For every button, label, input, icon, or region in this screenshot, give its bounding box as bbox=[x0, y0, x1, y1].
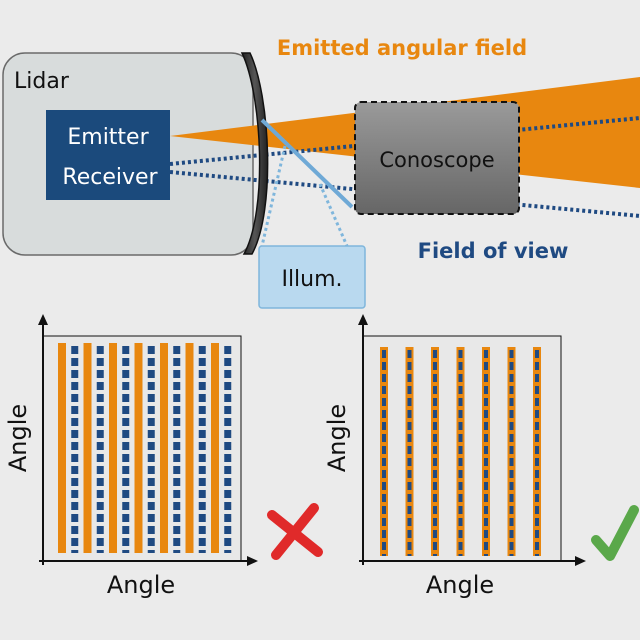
illum-box bbox=[258, 245, 366, 309]
y-axis-label: Angle bbox=[4, 404, 32, 472]
emitter-stripe bbox=[185, 343, 194, 553]
check-icon bbox=[591, 505, 639, 561]
emitter-stripe bbox=[109, 343, 117, 553]
emitter-stripe bbox=[134, 343, 143, 553]
emitter-stripe bbox=[83, 343, 92, 553]
conoscope-box bbox=[354, 101, 520, 215]
illum-label: Illum. bbox=[281, 267, 342, 292]
y-axis-arrow bbox=[38, 314, 48, 325]
emitter-stripe bbox=[58, 343, 66, 553]
y-axis-label: Angle bbox=[323, 404, 351, 472]
beamsplitter bbox=[260, 118, 354, 209]
plot-mismatch: Angle Angle bbox=[4, 314, 323, 599]
lidar-label: Lidar bbox=[14, 69, 70, 94]
plot-match: Angle Angle bbox=[323, 314, 639, 599]
field-of-view-title: Field of view bbox=[418, 239, 569, 263]
emitter-stripe bbox=[211, 343, 219, 553]
x-axis-arrow bbox=[247, 556, 258, 566]
emitted-field-title: Emitted angular field bbox=[277, 36, 527, 60]
conoscope-label: Conoscope bbox=[379, 148, 494, 172]
cross-icon bbox=[267, 503, 323, 560]
illum-line-right bbox=[318, 183, 349, 247]
emitter-stripe bbox=[160, 343, 168, 553]
x-axis-label: Angle bbox=[426, 571, 494, 599]
receiver-label: Receiver bbox=[62, 165, 158, 190]
illum-line-left bbox=[260, 145, 287, 247]
plot-columns bbox=[58, 343, 232, 553]
lens-window bbox=[240, 52, 269, 255]
plot-columns bbox=[380, 347, 541, 556]
emitter-receiver-module bbox=[46, 110, 170, 200]
x-axis-label: Angle bbox=[107, 571, 175, 599]
x-axis-arrow bbox=[575, 556, 586, 566]
emitter-label: Emitter bbox=[67, 125, 149, 150]
y-axis-arrow bbox=[358, 314, 368, 325]
